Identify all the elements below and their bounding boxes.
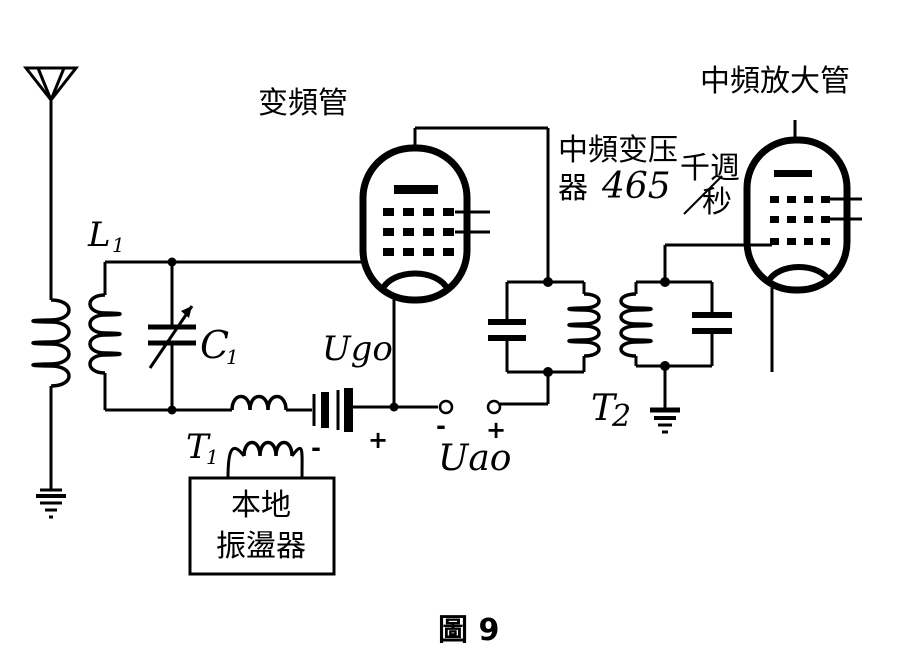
if-amp-grids [770, 196, 830, 245]
t1-subscript: 1 [206, 445, 219, 469]
t2-label: T [591, 388, 618, 429]
t1-secondary-coil [230, 394, 312, 412]
uao-label: Uao [438, 438, 511, 479]
oscillator-label-line2: 振盪器 [216, 529, 306, 564]
antenna-ground-symbol [36, 488, 66, 519]
if-amp-tube [743, 120, 862, 372]
t1-minus-sign: - [311, 434, 321, 462]
mixer-tube-label: 变頻管 [258, 86, 348, 121]
c1-variable-arrow [148, 305, 194, 369]
l1-c1-tank [88, 257, 367, 415]
oscillator-label-line1: 本地 [231, 488, 291, 523]
t1-primary-coil [226, 440, 304, 479]
local-oscillator-box [188, 476, 336, 576]
mixer-tube [359, 126, 548, 407]
battery-plus-sign: + [368, 426, 388, 454]
t2-subscript: 2 [611, 399, 631, 434]
t2-primary-tank [488, 128, 601, 404]
figure-caption: 圖 9 [438, 613, 499, 648]
antenna-coil [31, 298, 71, 490]
mixer-grid-3 [383, 248, 454, 256]
if-amp-tube-label: 中頻放大管 [700, 64, 850, 99]
mixer-grid-2 [383, 228, 454, 236]
mixer-cathode [379, 270, 451, 292]
t2-secondary-tank [619, 243, 772, 408]
mixer-anode [394, 185, 438, 194]
frequency-unit-slash [683, 175, 723, 215]
l1-label: L [87, 215, 111, 255]
ugo-label: Ugo [322, 329, 393, 369]
uao-terminals [438, 399, 548, 415]
c1-subscript: 1 [226, 345, 239, 369]
l1-subscript: 1 [112, 233, 125, 257]
c1-label: C [200, 323, 229, 367]
if-transformer-label-line2: 器 [558, 171, 588, 206]
if-frequency-unit-bottom: 秒 [702, 185, 732, 220]
mixer-grid-1 [383, 208, 454, 216]
if-frequency-value: 465 [601, 166, 671, 207]
uao-plus-sign: + [486, 416, 506, 444]
l1-coil [88, 293, 122, 375]
t1-label: T [186, 427, 211, 467]
if-frequency-unit-top: 千週 [680, 151, 740, 186]
antenna [22, 66, 80, 300]
uao-minus-sign: - [436, 412, 446, 440]
t2-ground-symbol [650, 407, 680, 434]
if-transformer-label: 中頻变压 [558, 133, 678, 168]
